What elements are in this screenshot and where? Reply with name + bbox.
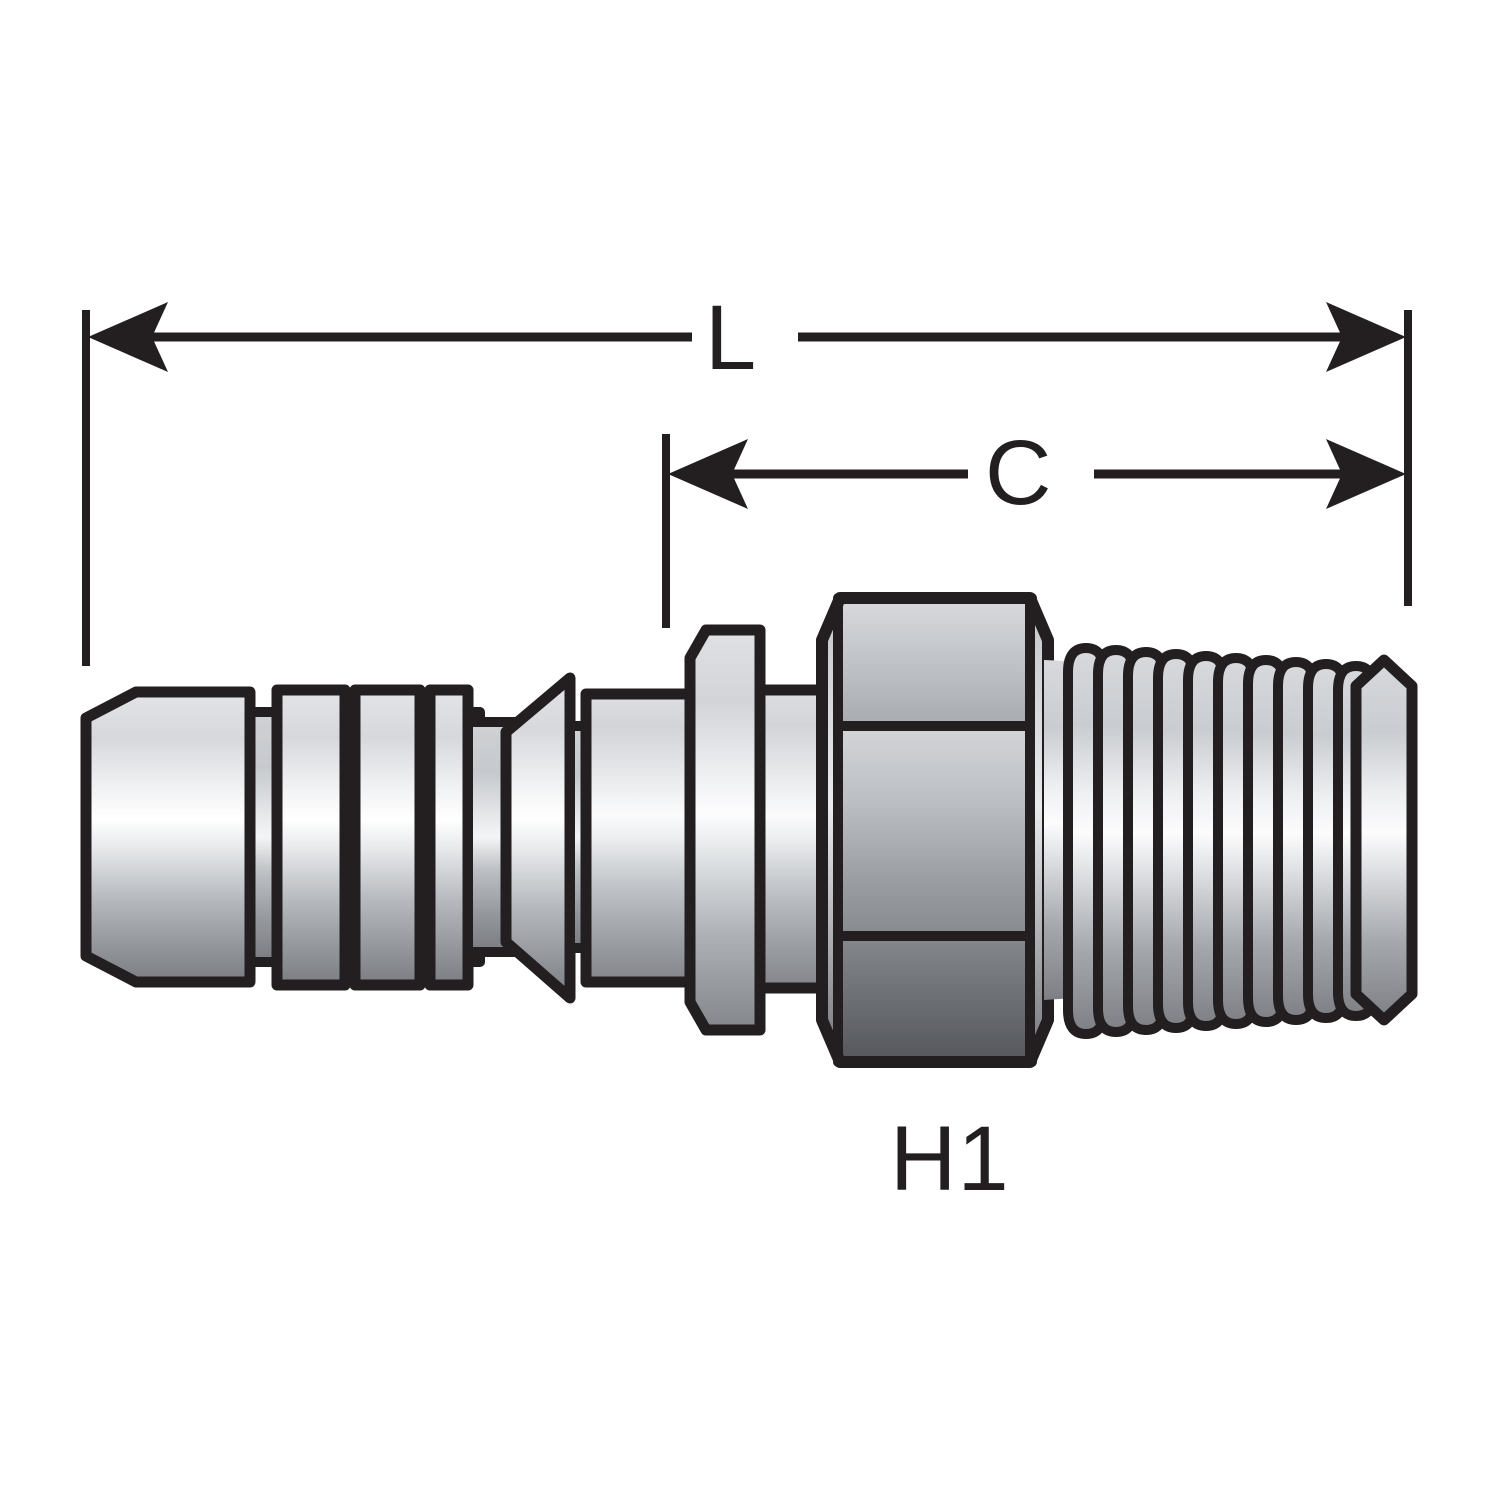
fitting-body	[80, 592, 1418, 1068]
arrow-head-c-left	[668, 439, 748, 509]
barb-ring	[424, 684, 474, 991]
dimension-coupling-length	[662, 434, 1406, 628]
barb-ring	[271, 684, 351, 991]
hex-nut-outline	[816, 592, 1054, 1068]
hex-band-bottom	[833, 931, 1037, 1067]
flare-end	[1350, 654, 1418, 1026]
hex-band-top	[833, 593, 1037, 733]
hex-band-middle	[833, 721, 1037, 943]
arrow-head-c-right	[1326, 439, 1406, 509]
hose-barb-nose	[80, 686, 256, 988]
arrow-head-left	[88, 302, 168, 372]
dimension-label-coupling-length: C	[985, 422, 1052, 524]
barb-cone	[500, 672, 576, 1004]
dimension-label-overall-length: L	[705, 287, 757, 389]
barb-ring	[349, 684, 426, 991]
stem-body	[580, 688, 696, 988]
thread-section	[1063, 643, 1379, 1039]
dimension-overall-length	[82, 302, 1412, 666]
arrow-head-right	[1326, 302, 1406, 372]
dimension-label-hex-size: H1	[890, 1108, 1010, 1210]
flange-collar	[684, 624, 766, 1036]
